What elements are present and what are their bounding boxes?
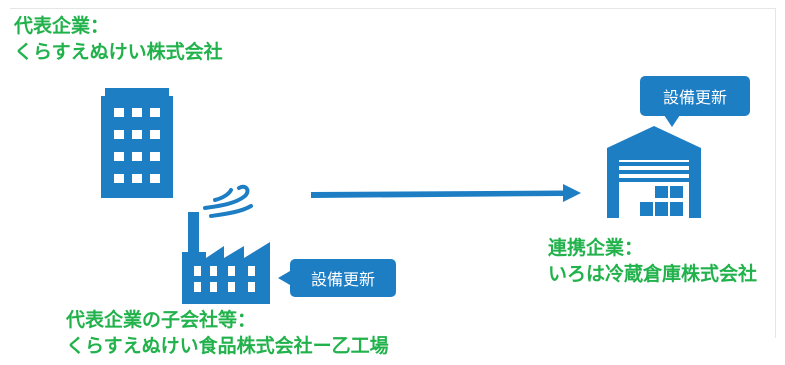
office-building-icon — [101, 88, 173, 198]
subsidiary-company-name: くらすえぬけい食品株式会社ー乙工場 — [66, 335, 389, 357]
frame-border-right — [775, 8, 776, 338]
representative-company-name: くらすえぬけい株式会社 — [14, 41, 223, 63]
partner-callout: 設備更新 — [640, 76, 750, 127]
subsidiary-callout: 設備更新 — [278, 259, 396, 297]
partner-company-name: いろは冷蔵倉庫株式会社 — [548, 263, 758, 285]
partner-role-label: 連携企業： — [548, 237, 644, 259]
subsidiary-callout-label: 設備更新 — [310, 270, 375, 289]
partner-callout-label: 設備更新 — [662, 88, 727, 107]
subsidiary-role-label: 代表企業の子会社等： — [66, 309, 257, 331]
warehouse-icon — [607, 126, 701, 218]
wind-icon — [203, 184, 253, 218]
representative-role-label: 代表企業： — [14, 15, 110, 37]
arrow-right-icon — [311, 184, 581, 202]
frame-border-top — [10, 8, 775, 9]
factory-icon — [182, 212, 270, 304]
